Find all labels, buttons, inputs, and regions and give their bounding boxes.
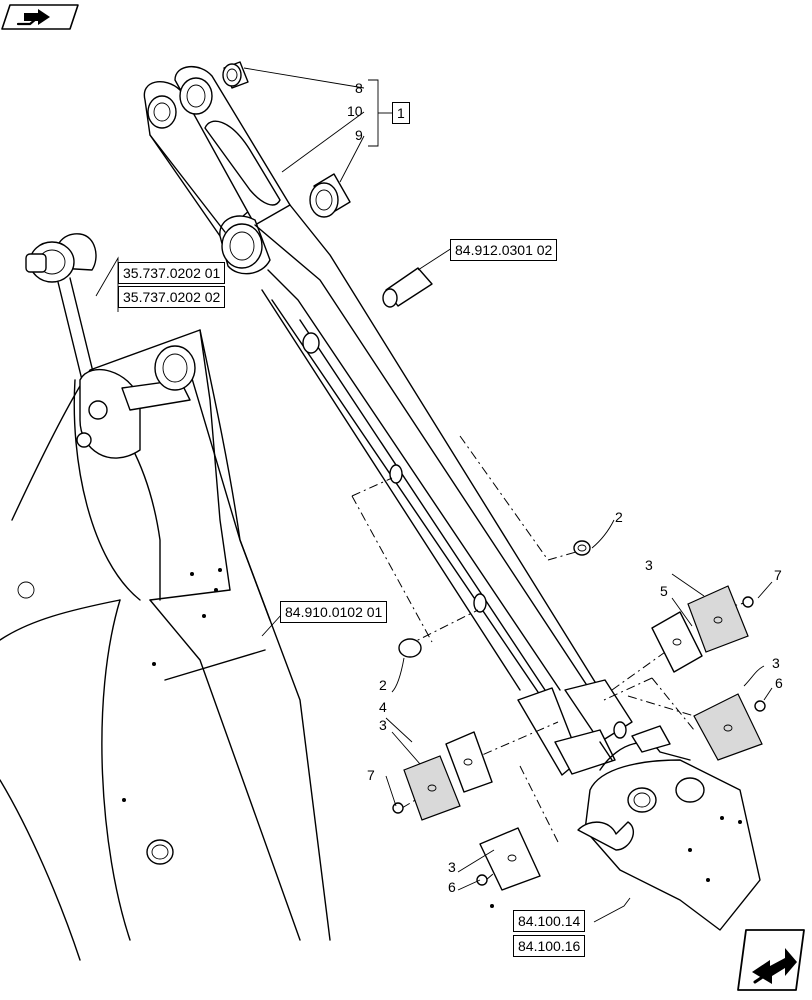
callout-3-left: 3 xyxy=(379,717,387,733)
bushing-9 xyxy=(309,173,351,218)
wear-plate-3b xyxy=(693,693,763,761)
bushing-8 xyxy=(222,61,249,89)
ref-bucket-box-1[interactable]: 84.100.14 xyxy=(513,910,586,932)
screw-6b xyxy=(476,874,488,886)
callout-3-top: 3 xyxy=(645,557,653,573)
plug-2 xyxy=(398,638,422,658)
callout-5: 5 xyxy=(660,583,668,599)
bucket-linkage xyxy=(490,725,761,931)
callout-8: 8 xyxy=(355,80,363,96)
screw-7a xyxy=(742,596,754,608)
callout-10: 10 xyxy=(347,103,363,119)
cylinder-rod-end xyxy=(25,233,196,459)
assembly-lines xyxy=(351,435,749,881)
callout-6-right: 6 xyxy=(775,675,783,691)
callout-3-right: 3 xyxy=(772,655,780,671)
wear-plate-3c xyxy=(403,755,461,821)
callout-7-left: 7 xyxy=(367,767,375,783)
screw-6a xyxy=(754,700,766,712)
wear-plate-3d xyxy=(479,827,541,891)
screw-7b xyxy=(392,802,404,814)
boom xyxy=(0,329,331,961)
callout-6-bottom: 6 xyxy=(448,879,456,895)
ref-cylinder-box-1[interactable]: 35.737.0202 01 xyxy=(118,262,226,284)
callout-2-top: 2 xyxy=(615,509,623,525)
wear-plate-3a xyxy=(687,585,749,653)
ref-pin-box[interactable]: 84.912.0301 02 xyxy=(450,239,558,261)
ref-cylinder-box-2[interactable]: 35.737.0202 02 xyxy=(118,286,226,308)
grease-nipple-2 xyxy=(573,540,591,556)
ref-boom-box[interactable]: 84.910.0102 01 xyxy=(280,601,388,623)
callout-3-bottom: 3 xyxy=(448,859,456,875)
wear-pad-5 xyxy=(651,611,703,673)
callout-7-top: 7 xyxy=(774,567,782,583)
nav-back-icon[interactable] xyxy=(1,4,79,30)
callout-4: 4 xyxy=(379,699,387,715)
nav-forward-icon[interactable] xyxy=(737,929,805,991)
dipper-arm xyxy=(143,66,633,776)
callout-labels: 8 10 9 2 2 3 5 7 3 6 4 3 7 3 6 xyxy=(347,80,783,895)
callout-1-box: 1 xyxy=(392,102,410,124)
ref-bucket-box-2[interactable]: 84.100.16 xyxy=(513,935,586,957)
callout-9: 9 xyxy=(355,127,363,143)
wear-pad-4 xyxy=(445,731,493,793)
pin-part xyxy=(382,267,433,308)
callout-2-bottom: 2 xyxy=(379,677,387,693)
